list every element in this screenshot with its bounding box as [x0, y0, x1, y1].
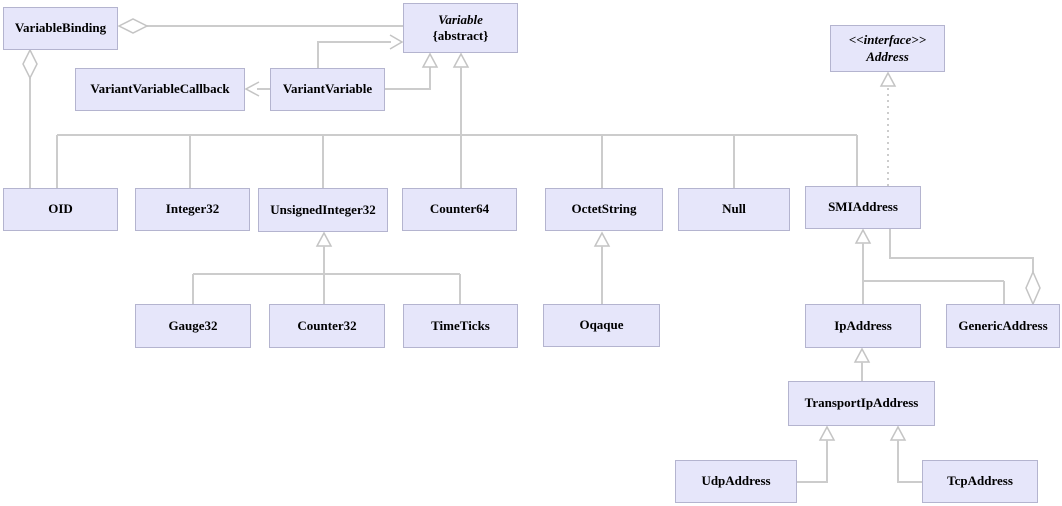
edge-smitypes-variable-generalization — [56, 52, 858, 188]
class-name: GenericAddress — [958, 317, 1048, 333]
class-oqaque[interactable]: Oqaque — [543, 304, 660, 347]
class-name: OctetString — [571, 201, 637, 217]
class-unsignedinteger32[interactable]: UnsignedInteger32 — [258, 188, 388, 232]
class-transportipaddress[interactable]: TransportIpAddress — [788, 381, 935, 426]
class-octetstring[interactable]: OctetString — [545, 188, 663, 231]
class-integer32[interactable]: Integer32 — [135, 188, 250, 231]
class-variablebinding[interactable]: VariableBinding — [3, 7, 118, 50]
class-stereotype: <<interface>> — [848, 32, 927, 48]
edge-variablebinding-oid-aggregation — [22, 48, 38, 188]
class-name: TransportIpAddress — [804, 395, 919, 411]
class-udpaddress[interactable]: UdpAddress — [675, 460, 797, 503]
class-variantvariablecallback[interactable]: VariantVariableCallback — [75, 68, 245, 111]
class-address[interactable]: <<interface>> Address — [830, 25, 945, 72]
edge-variantvariable-variable-generalization — [385, 52, 439, 90]
edge-addresses-smiaddress-generalization — [854, 228, 1005, 304]
class-name: OID — [48, 201, 73, 217]
class-name: Address — [866, 48, 909, 64]
class-variable[interactable]: Variable {abstract} — [403, 3, 518, 53]
edge-genericaddress-smiaddress-aggregation — [889, 229, 1041, 306]
class-qualifier: {abstract} — [432, 28, 489, 43]
class-name: Counter64 — [429, 201, 490, 217]
edge-counters-unsignedinteger32-generalization — [192, 231, 461, 304]
class-gauge32[interactable]: Gauge32 — [135, 304, 251, 348]
edge-smiaddress-address-realization — [879, 71, 897, 186]
class-genericaddress[interactable]: GenericAddress — [946, 304, 1060, 348]
class-name: UnsignedInteger32 — [270, 201, 376, 217]
class-name: VariableBinding — [14, 20, 107, 36]
edge-transportipaddress-ipaddress-generalization — [853, 347, 871, 381]
class-name: VariantVariable — [282, 81, 373, 97]
class-name: SMIAddress — [828, 199, 898, 215]
class-name: Counter32 — [297, 317, 357, 333]
edge-tcpaddress-transportipaddress-generalization — [889, 425, 922, 483]
class-name: TcpAddress — [947, 473, 1013, 489]
edge-variantvariable-callback-dependency — [244, 81, 270, 97]
class-name: Variable — [438, 11, 483, 27]
class-name: IpAddress — [834, 317, 892, 333]
class-timeticks[interactable]: TimeTicks — [403, 304, 518, 348]
class-counter64[interactable]: Counter64 — [402, 188, 517, 231]
class-name: Null — [722, 201, 746, 217]
class-ipaddress[interactable]: IpAddress — [805, 304, 921, 348]
edge-udpaddress-transportipaddress-generalization — [797, 425, 836, 483]
edge-variablebinding-variable-aggregation — [117, 18, 403, 34]
edge-oqaque-octetstring-generalization — [593, 231, 611, 304]
class-name: Oqaque — [579, 317, 624, 333]
class-name: TimeTicks — [431, 317, 490, 333]
class-variantvariable[interactable]: VariantVariable — [270, 68, 385, 111]
class-name: UdpAddress — [701, 473, 771, 489]
edge-variantvariable-variable-dependency — [317, 34, 404, 68]
class-oid[interactable]: OID — [3, 188, 118, 231]
class-name: Gauge32 — [168, 317, 218, 333]
class-name: VariantVariableCallback — [90, 81, 230, 97]
class-name: Integer32 — [165, 201, 220, 217]
class-tcpaddress[interactable]: TcpAddress — [922, 460, 1038, 503]
class-null[interactable]: Null — [678, 188, 790, 231]
class-counter32[interactable]: Counter32 — [269, 304, 385, 348]
class-smiaddress[interactable]: SMIAddress — [805, 186, 921, 229]
